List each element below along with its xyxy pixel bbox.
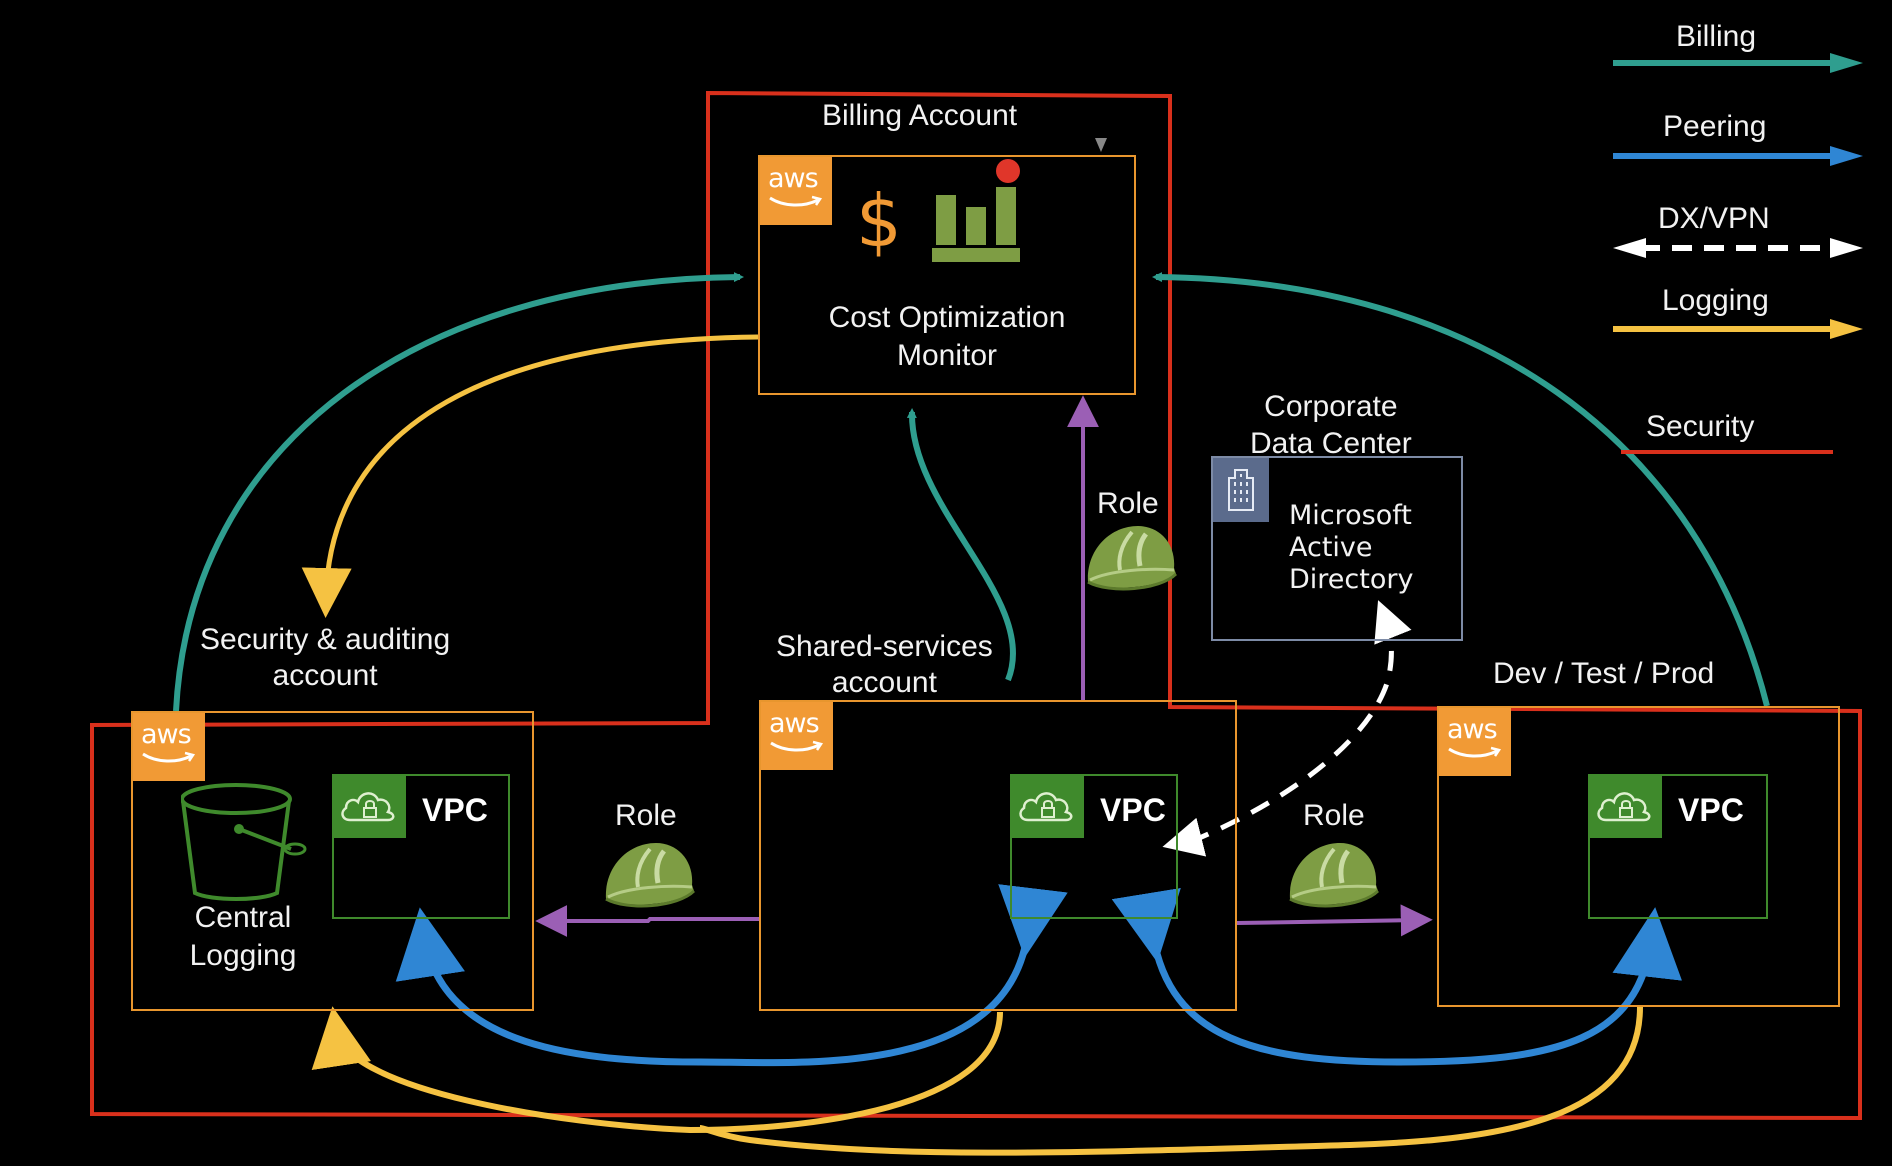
vpc-box[interactable]: VPC <box>332 774 510 919</box>
role-helmet-icon <box>1290 843 1378 906</box>
s3-bucket-icon <box>181 783 307 901</box>
cost-optimization-label: Cost Optimization Monitor <box>828 301 1066 372</box>
vpc-box[interactable]: VPC <box>1588 774 1768 919</box>
vpc-label: VPC <box>1100 792 1166 828</box>
role-helmet-icon <box>606 843 694 906</box>
billing-arrow-from-shared <box>906 408 1017 682</box>
peering-arrow-shared-to-security <box>395 884 1068 1067</box>
aws-logo-icon: aws <box>133 713 205 781</box>
logging-arrow-from-billing <box>301 334 759 618</box>
legend-label-peering: Peering <box>1663 110 1767 143</box>
corporate-dc-box[interactable]: Microsoft Active Directory <box>1211 456 1463 641</box>
vpc-label: VPC <box>422 792 488 828</box>
logging-arrow-from-shared <box>311 1006 1003 1134</box>
shared-services-account-box[interactable]: aws VPC <box>759 700 1237 1011</box>
role-arrow-to-dev <box>1236 904 1433 937</box>
legend <box>1613 53 1863 454</box>
aws-logo-icon: aws <box>761 702 833 770</box>
building-icon <box>1213 458 1269 522</box>
billing-arrow-from-dev <box>1152 272 1770 707</box>
role-label: Role <box>615 799 677 832</box>
aws-logo-icon: aws <box>760 157 832 225</box>
marker-triangle-icon <box>1095 138 1107 152</box>
dev-account-box[interactable]: aws VPC <box>1437 706 1840 1007</box>
dollar-sign-icon: $ <box>856 179 902 263</box>
legend-label-logging: Logging <box>1662 284 1769 317</box>
legend-label-billing: Billing <box>1676 20 1757 53</box>
role-arrow-to-security <box>535 905 759 937</box>
billing-account-box[interactable]: aws $ Cost Optimization Monitor <box>758 155 1136 395</box>
vpc-cloud-lock-icon <box>334 776 406 838</box>
dev-account-title: Dev / Test / Prod <box>1493 657 1715 690</box>
billing-arrow-from-security <box>173 272 744 712</box>
legend-label-dxvpn: DX/VPN <box>1658 202 1770 235</box>
role-label: Role <box>1097 487 1159 520</box>
vpc-label: VPC <box>1678 792 1744 828</box>
cost-optimization-icon: $ <box>856 157 1026 267</box>
logging-arrow-from-dev <box>699 1006 1643 1156</box>
peering-arrow-shared-to-dev <box>1111 887 1682 1066</box>
active-directory-label: Microsoft Active Directory <box>1289 500 1414 595</box>
shared-services-title: Shared-services account <box>776 630 993 699</box>
vpc-box[interactable]: VPC <box>1010 774 1178 919</box>
security-boundary <box>90 90 1862 1121</box>
security-account-title: Security & auditing account <box>200 623 451 692</box>
dxvpn-arrow <box>1189 600 1412 845</box>
corporate-dc-title: Corporate Data Center <box>1250 390 1412 460</box>
security-account-box[interactable]: aws Central Logging VPC <box>131 711 534 1011</box>
aws-logo-icon: aws <box>1439 708 1511 776</box>
vpc-cloud-lock-icon <box>1590 776 1662 838</box>
legend-label-security: Security <box>1646 410 1755 443</box>
role-label: Role <box>1303 799 1365 832</box>
central-logging-label: Central Logging <box>189 901 297 972</box>
billing-account-title: Billing Account <box>822 99 1018 132</box>
vpc-cloud-lock-icon <box>1012 776 1084 838</box>
role-helmet-icon <box>1088 526 1176 589</box>
